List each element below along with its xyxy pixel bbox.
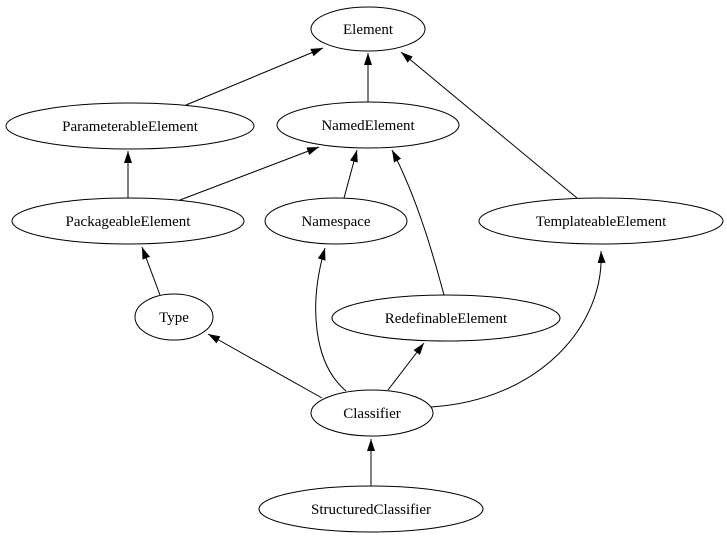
node-ellipse-packageableelement: [11, 197, 245, 245]
node-label-element: Element: [343, 22, 394, 38]
node-label-namedelement: NamedElement: [321, 118, 415, 134]
node-ellipse-element: [310, 6, 426, 52]
node-ellipse-structuredclassifier: [258, 485, 484, 533]
node-namedelement: NamedElement: [276, 101, 460, 149]
node-ellipse-type: [134, 293, 214, 341]
edge-type-to-packageableelement: [141, 246, 161, 296]
node-label-parameterableelement: ParameterableElement: [62, 119, 199, 135]
node-structuredclassifier: StructuredClassifier: [258, 485, 484, 533]
node-ellipse-redefinableelement: [331, 294, 561, 342]
node-classifier: Classifier: [310, 389, 434, 437]
node-redefinableelement: RedefinableElement: [331, 294, 561, 342]
node-label-structuredclassifier: StructuredClassifier: [311, 502, 431, 518]
node-label-packageableelement: PackageableElement: [66, 214, 192, 230]
node-label-classifier: Classifier: [343, 406, 401, 422]
node-label-redefinableelement: RedefinableElement: [385, 311, 508, 327]
edge-classifier-to-namespace: [315, 247, 347, 392]
node-ellipse-parameterableelement: [5, 102, 255, 150]
node-label-type: Type: [159, 310, 189, 326]
node-parameterableelement: ParameterableElement: [5, 102, 255, 150]
edge-parameterableelement-to-element: [185, 47, 324, 106]
node-element: Element: [310, 6, 426, 52]
node-type: Type: [134, 293, 214, 341]
node-namespace: Namespace: [264, 197, 408, 245]
node-packageableelement: PackageableElement: [11, 197, 245, 245]
node-templateableelement: TemplateableElement: [478, 197, 724, 245]
edge-templateableelement-to-element: [400, 51, 578, 199]
node-label-namespace: Namespace: [301, 214, 370, 230]
edge-namespace-to-namedelement: [343, 149, 358, 199]
edges-layer: [124, 47, 606, 486]
edge-classifier-to-templateableelement: [430, 250, 606, 408]
node-label-templateableelement: TemplateableElement: [536, 214, 667, 230]
edge-classifier-to-redefinableelement: [387, 342, 425, 391]
node-ellipse-namespace: [264, 197, 408, 245]
node-ellipse-namedelement: [276, 101, 460, 149]
edge-packageableelement-to-namedelement: [179, 146, 320, 201]
node-ellipse-templateableelement: [478, 197, 724, 245]
edge-classifier-to-type: [207, 333, 323, 399]
edge-redefinableelement-to-namedelement: [391, 149, 445, 296]
node-ellipse-classifier: [310, 389, 434, 437]
